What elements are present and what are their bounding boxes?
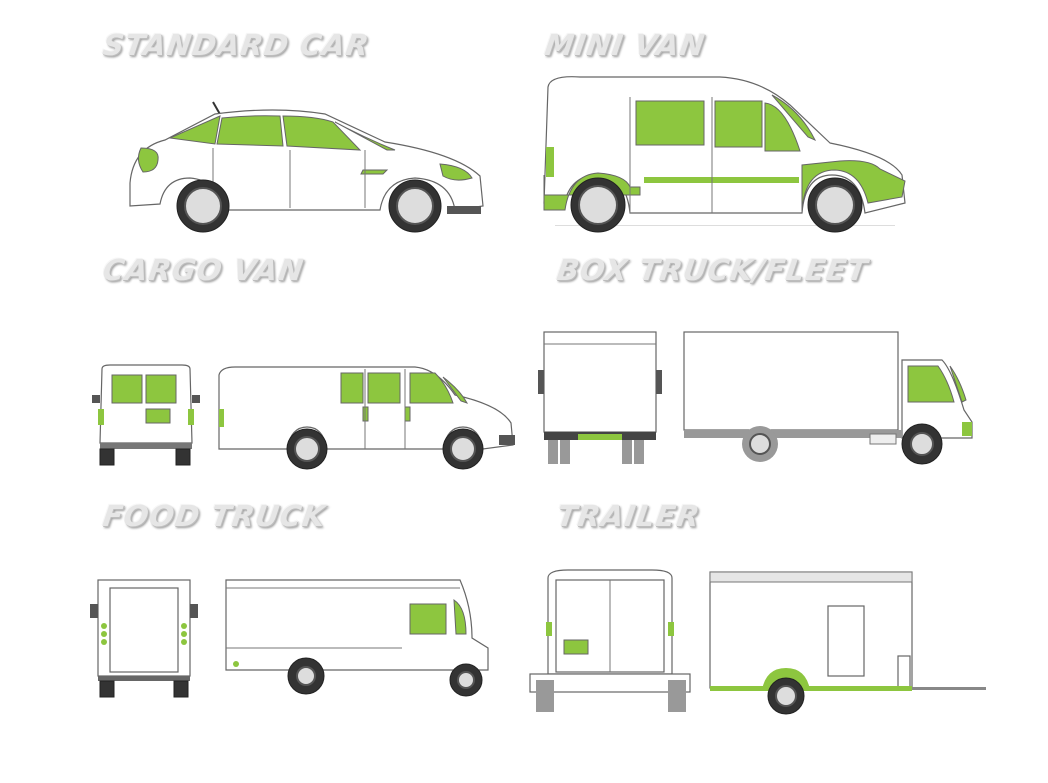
cargo-van-rear-illustration [92,364,200,466]
label-cargo-van: CARGO VAN [100,253,307,287]
trailer-rear-illustration [529,569,691,712]
mini-van-illustration [543,76,906,233]
label-mini-van: MINI VAN [542,28,708,62]
trailer-side-illustration [709,571,986,715]
food-truck-rear-illustration [90,579,198,698]
label-trailer: TRAILER [554,499,703,533]
label-food-truck: FOOD TRUCK [100,499,329,533]
label-standard-car: STANDARD CAR [100,28,372,62]
food-truck-side-illustration [225,579,489,697]
standard-car-illustration [129,101,484,233]
box-truck-rear-illustration [538,331,662,464]
label-box-truck: BOX TRUCK/FLEET [554,253,871,287]
box-truck-side-illustration [683,331,973,465]
cargo-van-side-illustration [218,366,515,470]
